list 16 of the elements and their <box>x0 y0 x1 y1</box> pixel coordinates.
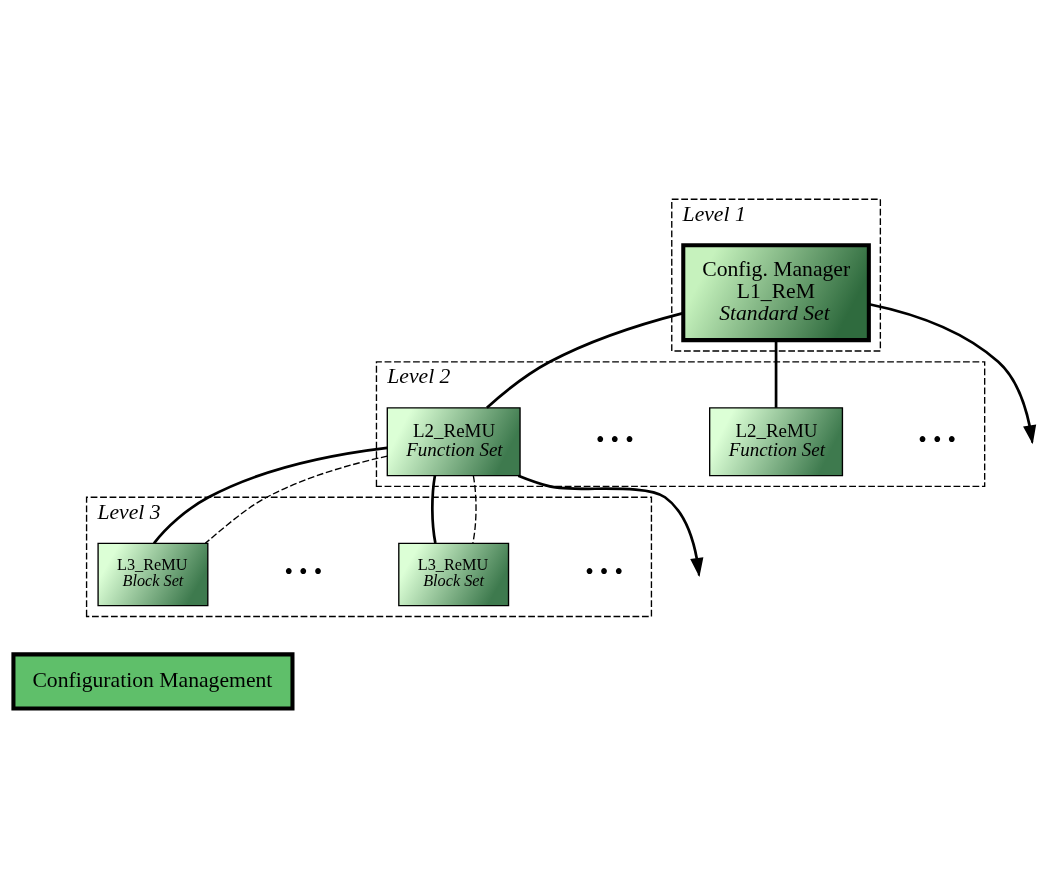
connector <box>431 475 437 543</box>
connector <box>774 339 778 408</box>
connector <box>152 446 388 544</box>
node-box: L2_ReMU Function Set <box>386 406 521 476</box>
label: • • • <box>595 425 634 453</box>
node-box: Config. Manager L1_ReM Standard Set <box>681 242 871 342</box>
connector <box>472 474 477 544</box>
node-box: Configuration Management <box>11 651 295 711</box>
node-box: L2_ReMU Function Set <box>709 406 844 476</box>
label: • • • <box>918 425 957 453</box>
connector <box>486 311 684 409</box>
node-box: L3_ReMU Block Set <box>97 542 209 606</box>
connector <box>204 454 388 544</box>
node-box: L3_ReMU Block Set <box>398 542 510 606</box>
label: • • • <box>585 557 623 585</box>
label: • • • <box>284 557 323 585</box>
